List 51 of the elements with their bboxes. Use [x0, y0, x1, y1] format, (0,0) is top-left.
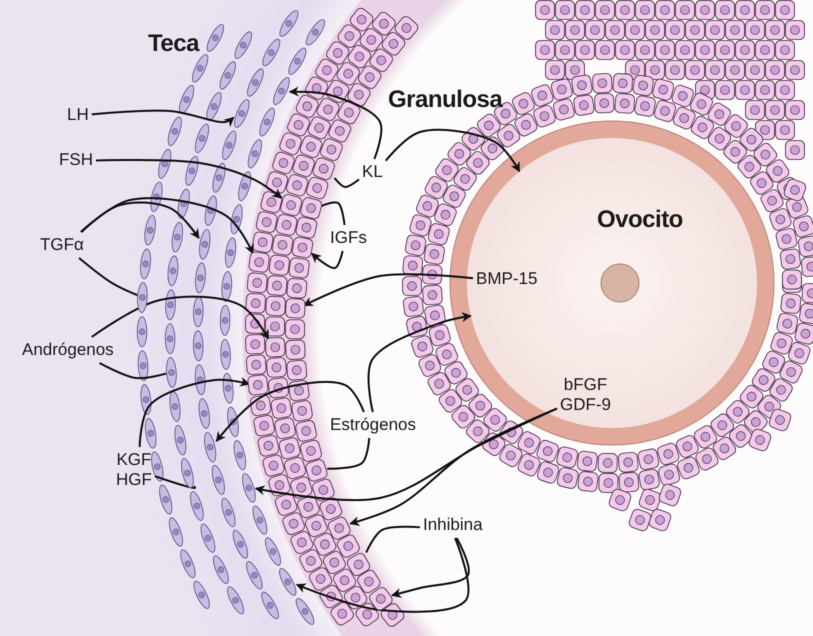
- signal-label: GDF-9: [560, 395, 611, 415]
- theca-cell: [272, 77, 290, 106]
- arrow: [138, 376, 250, 448]
- arrow: [368, 312, 472, 412]
- signal-label: FSH: [59, 150, 93, 170]
- arrow: [254, 408, 558, 502]
- granulosa-cell: [281, 194, 302, 216]
- signal-label: bFGF: [562, 375, 608, 395]
- signal-label: Estrógenos: [330, 415, 416, 435]
- granulosa-cell: [306, 460, 328, 481]
- theca-cell: [204, 432, 216, 462]
- arrow: [80, 201, 200, 239]
- cell-label: Ovocito: [597, 206, 683, 234]
- granulosa-cell: [287, 300, 304, 318]
- theca-cell: [166, 357, 177, 388]
- signal-label: KGF: [116, 450, 152, 470]
- arrow: [349, 408, 558, 526]
- theca-cell: [234, 99, 250, 128]
- theca-cell: [198, 228, 210, 260]
- theca-cell: [137, 282, 148, 314]
- signal-label: IGFs: [330, 228, 367, 248]
- theca-cell: [181, 458, 194, 488]
- signal-label: KL: [362, 162, 383, 182]
- arrow: [80, 197, 254, 254]
- region-label: Granulosa: [388, 86, 502, 114]
- granulosa-cell: [313, 158, 335, 180]
- granulosa-cell: [250, 253, 269, 272]
- signal-label: BMP-15: [476, 269, 538, 289]
- signal-label: LH: [67, 105, 89, 125]
- arrow: [91, 296, 270, 340]
- arrow: [216, 381, 365, 442]
- arrow: [288, 86, 382, 160]
- theca-cell: [242, 473, 256, 503]
- signal-label: Inhibina: [423, 515, 483, 535]
- arrow: [92, 110, 234, 128]
- arrow: [391, 538, 470, 598]
- signal-label: Andrógenos: [22, 340, 114, 360]
- granulosa-cell: [368, 586, 392, 610]
- arrow: [311, 250, 344, 270]
- signal-label: TGFα: [40, 235, 84, 255]
- arrow: [302, 273, 474, 306]
- signal-label: HGF: [116, 470, 152, 490]
- granulosa-cell: [301, 198, 322, 218]
- granulosa-cell: [346, 552, 370, 576]
- arrow: [96, 158, 282, 199]
- arrow: [296, 538, 470, 613]
- arrow: [385, 128, 520, 172]
- region-label: Teca: [148, 30, 199, 58]
- granulosa-cell: [328, 516, 350, 539]
- granulosa-cell: [292, 238, 312, 258]
- theca-cell: [279, 568, 297, 596]
